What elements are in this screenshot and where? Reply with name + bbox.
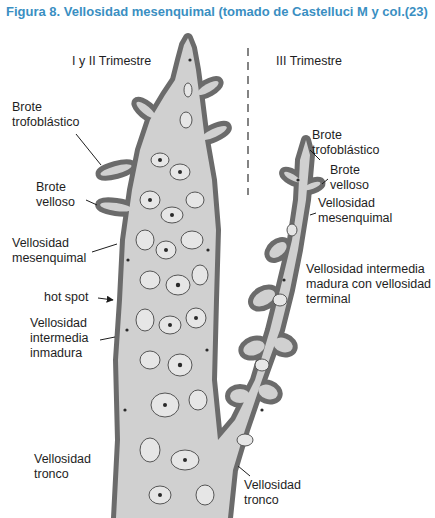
part-label: Brote trofoblástico [12, 100, 102, 130]
part-label: Vellosidad mesenquimal [12, 236, 102, 266]
part-label: Brote trofoblástico [312, 128, 412, 158]
part-label: Vellosidad tronco [244, 478, 322, 508]
part-label: Vellosidad tronco [34, 452, 112, 482]
part-label: Vellosidad mesenquimal [318, 196, 418, 226]
leader-lines [76, 134, 328, 476]
part-label: Vellosidad intermedia madura con vellosi… [306, 262, 432, 307]
part-label: hot spot [44, 290, 88, 305]
villus-stroma [100, 38, 322, 518]
part-label: Vellosidad intermedia inmadura [30, 316, 102, 361]
trimester-heading: I y II Trimestre [72, 54, 151, 69]
cell-nuclei [123, 58, 299, 497]
figure-title: Figura 8. Vellosidad mesenquimal (tomado… [6, 4, 430, 20]
stromal-cells [136, 83, 297, 505]
part-label: Brote velloso [36, 180, 88, 210]
trimester-heading: III Trimestre [276, 54, 342, 69]
trimester-divider [247, 48, 248, 195]
villus-border [100, 38, 322, 518]
part-label: Brote velloso [330, 163, 386, 193]
